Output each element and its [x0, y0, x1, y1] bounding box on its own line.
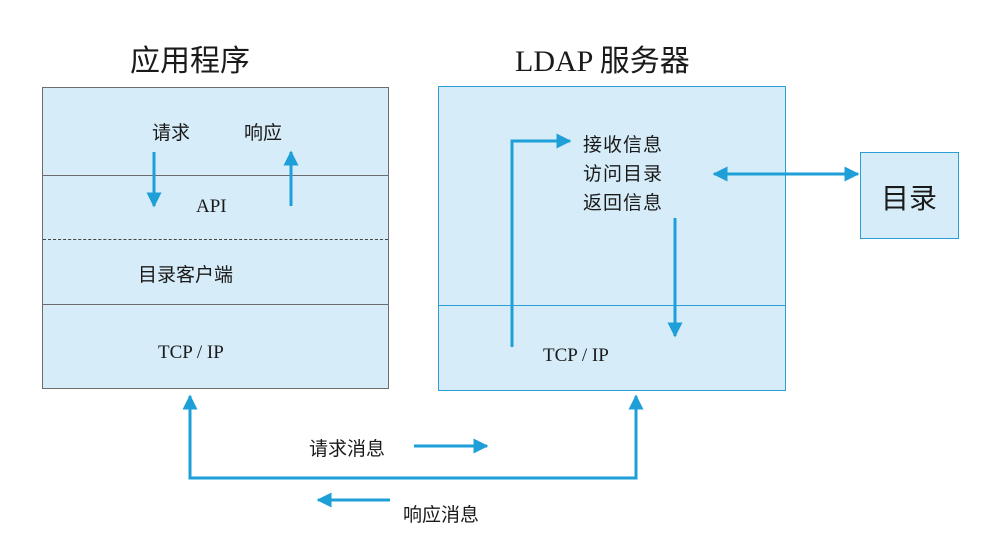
- response-message-label: 响应消息: [403, 504, 480, 526]
- response-label: 响应: [244, 122, 283, 144]
- directory-label: 目录: [881, 182, 938, 215]
- api-layer-label: API: [196, 196, 227, 217]
- server-tcpip-label: TCP / IP: [543, 345, 609, 366]
- ldap-server-box: [438, 86, 786, 391]
- receive-flow-arrow: [510, 133, 572, 347]
- api-layer-divider: [43, 175, 388, 176]
- directory-box: 目录: [860, 152, 959, 239]
- step-access-directory: 访问目录: [583, 163, 664, 185]
- step-receive: 接收信息: [583, 134, 664, 156]
- tcpip-layer-divider: [43, 304, 388, 305]
- ldap-server-title: LDAP 服务器: [515, 45, 690, 78]
- application-title: 应用程序: [130, 44, 250, 79]
- app-tcpip-label: TCP / IP: [158, 342, 224, 363]
- step-return: 返回信息: [583, 192, 664, 214]
- network-link: [182, 394, 644, 480]
- directory-client-label: 目录客户端: [138, 264, 234, 286]
- request-label: 请求: [152, 122, 191, 144]
- dashed-divider: [43, 239, 388, 240]
- request-message-label: 请求消息: [309, 438, 386, 460]
- server-tcpip-divider: [439, 305, 785, 306]
- application-stack: [42, 87, 389, 389]
